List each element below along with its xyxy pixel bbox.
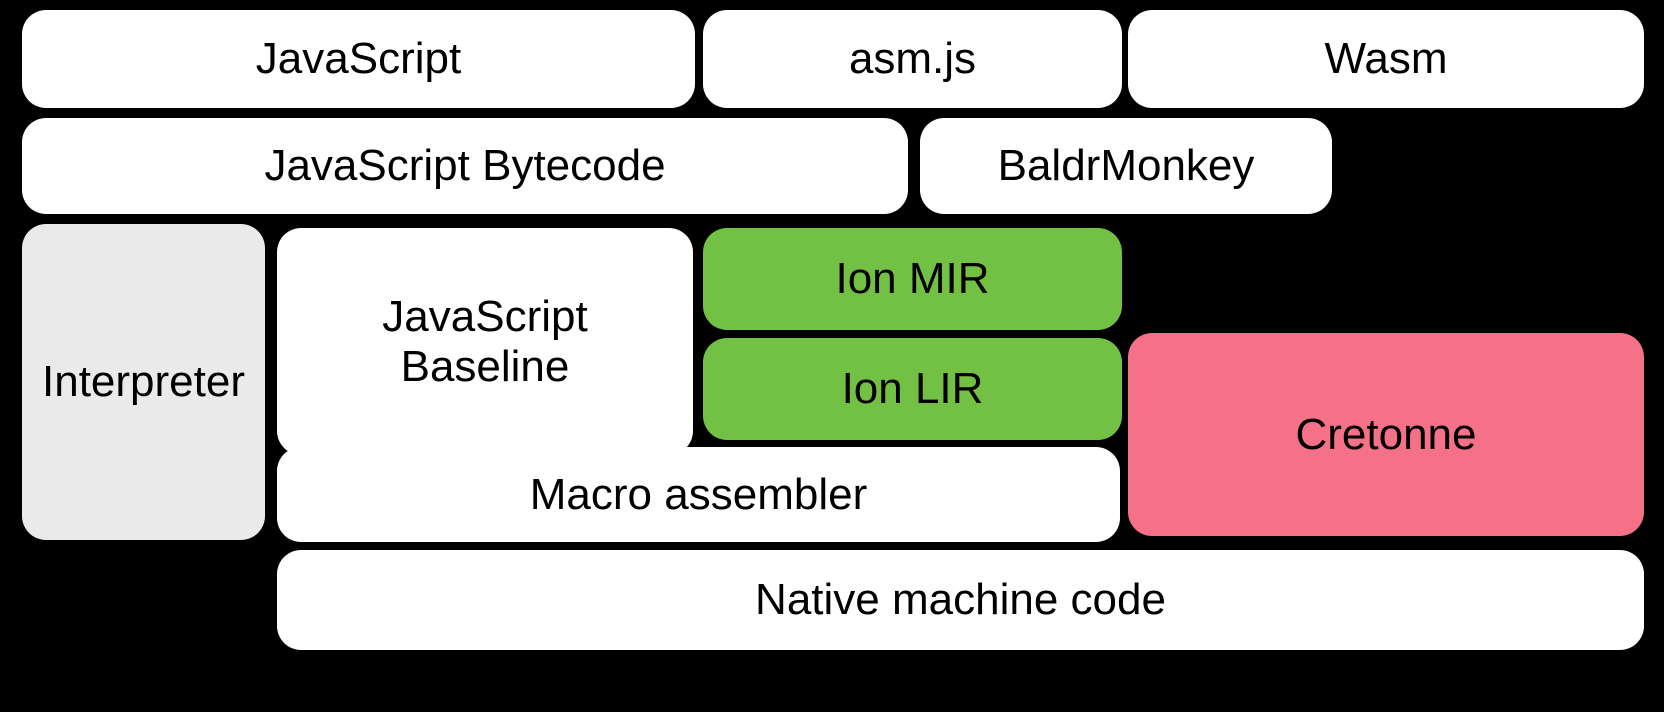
node-javascript: JavaScript <box>22 10 695 108</box>
node-ion-lir: Ion LIR <box>703 338 1122 440</box>
node-macro-assembler: Macro assembler <box>277 447 1120 542</box>
node-javascript-bytecode: JavaScript Bytecode <box>22 118 908 214</box>
node-asm-js: asm.js <box>703 10 1122 108</box>
node-interpreter: Interpreter <box>22 224 265 540</box>
node-ion-mir: Ion MIR <box>703 228 1122 330</box>
node-cretonne: Cretonne <box>1128 333 1644 536</box>
node-javascript-baseline: JavaScript Baseline <box>277 228 693 455</box>
node-native-machine-code: Native machine code <box>277 550 1644 650</box>
node-baldrmonkey: BaldrMonkey <box>920 118 1332 214</box>
node-wasm: Wasm <box>1128 10 1644 108</box>
